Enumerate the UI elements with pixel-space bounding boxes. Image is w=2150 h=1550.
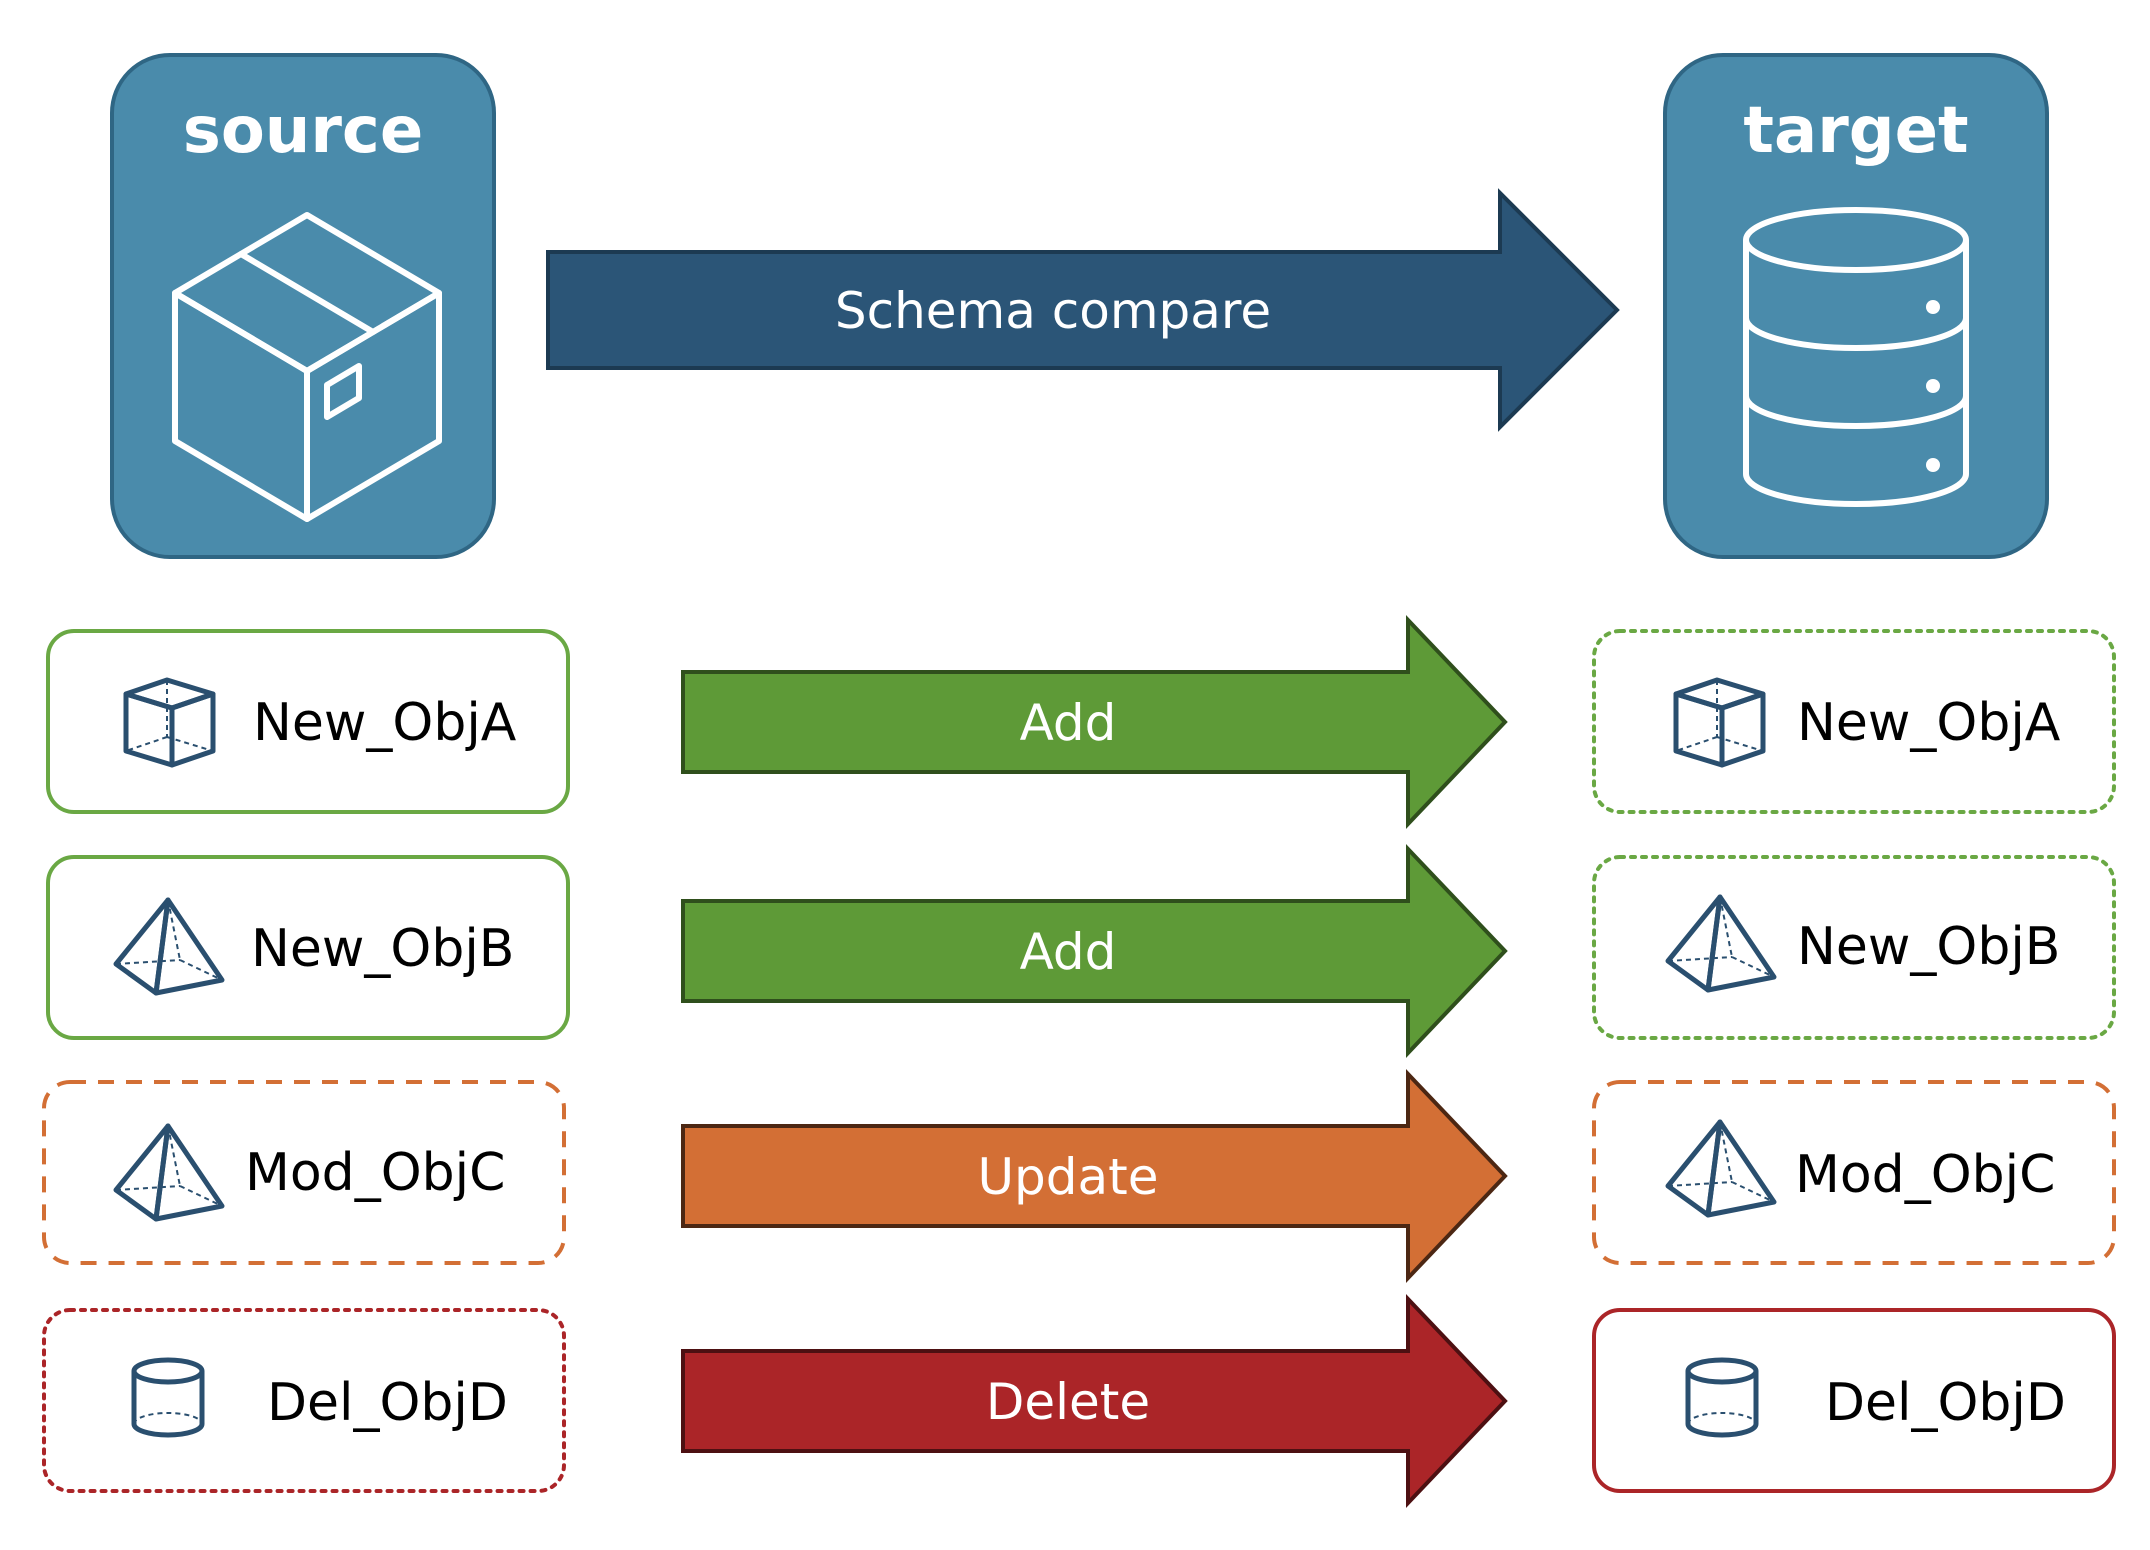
pyramid-icon xyxy=(113,897,225,996)
update-arrow xyxy=(681,1068,1508,1284)
row-del-objd: Del_ObjD Delete Del_ObjD xyxy=(42,1293,2116,1509)
target-title: target xyxy=(1743,94,1968,168)
target-object-label: New_ObjA xyxy=(1797,693,2061,753)
source-object-card xyxy=(46,855,570,1040)
source-object-label: New_ObjB xyxy=(251,919,514,979)
delete-arrow xyxy=(681,1293,1508,1509)
target-object-card xyxy=(1592,1308,2116,1493)
row-mod-objc: Mod_ObjC Update Mod_ObjC xyxy=(42,1068,2116,1284)
database-icon xyxy=(1743,207,1969,507)
schema-compare-arrow-shape xyxy=(546,188,1620,432)
source-header: source xyxy=(110,53,496,559)
cube-icon xyxy=(1673,677,1766,768)
source-title: source xyxy=(183,94,424,168)
schema-compare-label: Schema compare xyxy=(835,282,1271,340)
pyramid-icon xyxy=(1665,1119,1777,1218)
target-header: target xyxy=(1663,53,2049,559)
add-arrow xyxy=(681,614,1508,830)
pyramid-icon xyxy=(113,1123,225,1222)
row-new-objb: New_ObjB Add New_ObjB xyxy=(46,843,2116,1059)
add-arrow-label: Add xyxy=(1020,923,1117,981)
row-new-obja: New_ObjA Add New_ObjA xyxy=(46,614,2116,830)
delete-arrow-label: Delete xyxy=(986,1373,1150,1431)
add-arrow xyxy=(681,843,1508,1059)
target-object-label: Del_ObjD xyxy=(1825,1373,2066,1433)
source-object-card xyxy=(46,629,570,814)
target-object-label: New_ObjB xyxy=(1797,917,2060,977)
schema-compare-arrow: Schema compare xyxy=(546,188,1620,432)
update-arrow-label: Update xyxy=(977,1148,1158,1206)
source-object-label: Mod_ObjC xyxy=(245,1143,505,1203)
source-object-card xyxy=(42,1308,566,1493)
cylinder-icon xyxy=(131,1357,205,1438)
target-box xyxy=(1663,53,2049,559)
source-object-label: Del_ObjD xyxy=(267,1373,508,1433)
cube-icon xyxy=(123,677,216,768)
target-object-label: Mod_ObjC xyxy=(1795,1145,2055,1205)
pyramid-icon xyxy=(1665,894,1777,993)
source-object-label: New_ObjA xyxy=(253,693,517,753)
cylinder-icon xyxy=(1685,1357,1759,1438)
add-arrow-label: Add xyxy=(1020,694,1117,752)
package-box-icon xyxy=(172,212,442,522)
source-box xyxy=(110,53,496,559)
